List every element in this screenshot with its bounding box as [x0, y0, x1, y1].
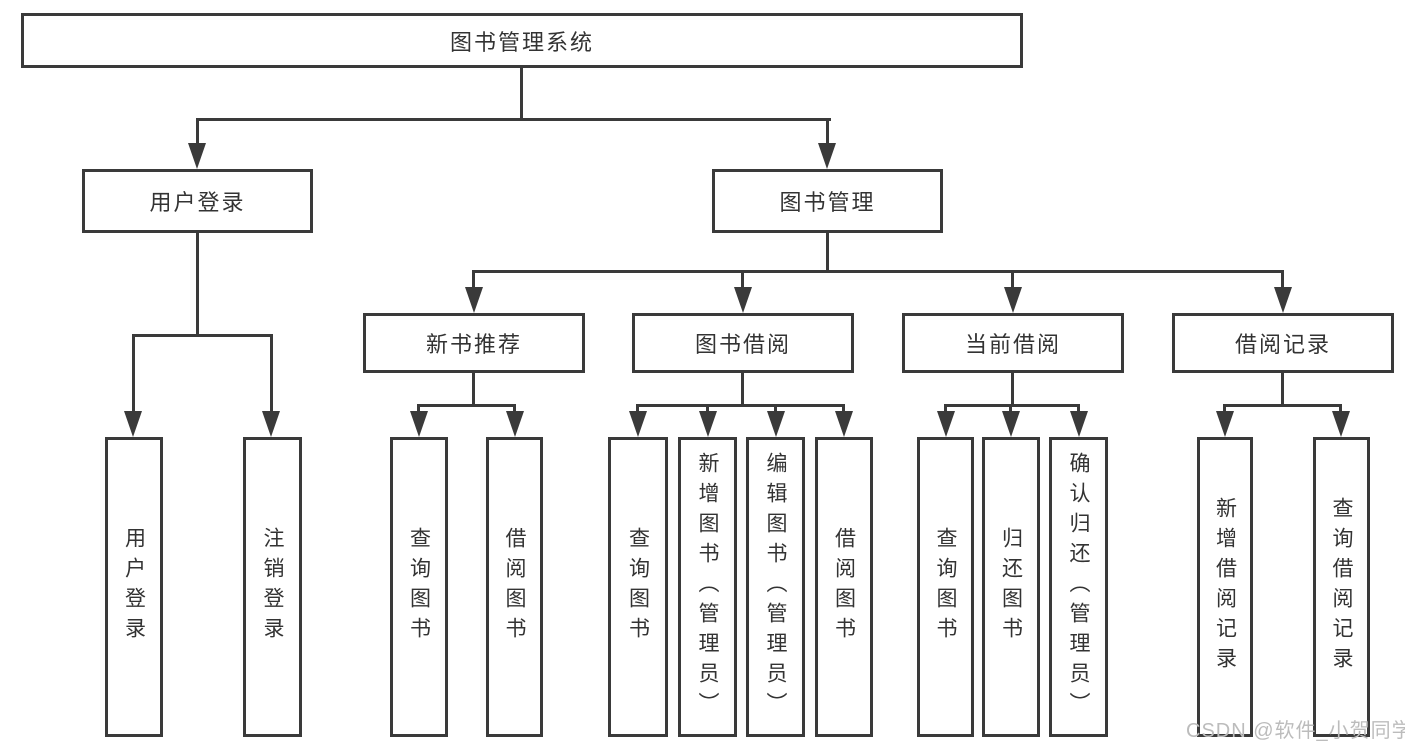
node-user-login-label: 用户登录 — [149, 190, 246, 215]
connector-drop-records — [1281, 270, 1284, 288]
node-book-borrowing-label: 图书借阅 — [694, 332, 791, 357]
arrowhead-logout-leaf — [262, 411, 280, 437]
connector-g4-bus — [1223, 404, 1342, 407]
leaf-g3-confirm-return-admin: 确认归还（管理员） — [1049, 437, 1108, 737]
connector-drop-user-login — [196, 118, 199, 145]
connector-drop-new-books — [472, 270, 475, 288]
leaf-g3-query-books: 查询图书 — [917, 437, 974, 737]
connector-g2-drop1 — [636, 404, 639, 413]
connector-g4-stem — [1281, 373, 1284, 407]
leaf-g3-return-books-label: 归还图书 — [999, 527, 1023, 647]
connector-drop-login-leaf — [132, 334, 135, 413]
leaf-g1-borrow-books: 借阅图书 — [486, 437, 543, 737]
arrowhead-login-leaf — [124, 411, 142, 437]
connector-g3-stem — [1011, 373, 1014, 407]
leaf-g3-confirm-return-admin-label: 确认归还（管理员） — [1067, 452, 1090, 722]
arrowhead-g4-c1 — [1216, 411, 1234, 437]
node-book-borrowing: 图书借阅 — [632, 313, 854, 373]
leaf-g2-query-books-label: 查询图书 — [626, 527, 650, 647]
leaf-g4-query-borrow-record: 查询借阅记录 — [1313, 437, 1370, 737]
arrowhead-current — [1004, 287, 1022, 313]
connector-g3-drop3 — [1077, 404, 1080, 413]
connector-g3-drop2 — [1009, 404, 1012, 413]
connector-drop-borrowing — [741, 270, 744, 288]
connector-g4-drop1 — [1223, 404, 1226, 413]
leaf-g1-query-books: 查询图书 — [390, 437, 448, 737]
leaf-g4-add-borrow-record-label: 新增借阅记录 — [1213, 497, 1237, 677]
leaf-user-login-label: 用户登录 — [122, 527, 146, 647]
connector-drop-book-mgmt — [826, 118, 829, 145]
leaf-g2-add-book-admin: 新增图书（管理员） — [678, 437, 737, 737]
arrowhead-borrowing — [734, 287, 752, 313]
connector-g1-stem — [472, 373, 475, 407]
node-book-mgmt-label: 图书管理 — [779, 190, 876, 215]
connector-g4-drop2 — [1339, 404, 1342, 413]
arrowhead-g1-c1 — [410, 411, 428, 437]
leaf-logout: 注销登录 — [243, 437, 302, 737]
node-borrow-records: 借阅记录 — [1172, 313, 1394, 373]
node-user-login: 用户登录 — [82, 169, 313, 233]
connector-g2-bus — [636, 404, 845, 407]
node-root-system: 图书管理系统 — [21, 13, 1023, 68]
arrowhead-g3-c3 — [1070, 411, 1088, 437]
leaf-g2-borrow-books-label: 借阅图书 — [832, 527, 856, 647]
node-borrow-records-label: 借阅记录 — [1234, 332, 1331, 357]
connector-g2-drop4 — [842, 404, 845, 413]
leaf-g1-borrow-books-label: 借阅图书 — [503, 527, 526, 647]
leaf-user-login: 用户登录 — [105, 437, 163, 737]
connector-g1-drop1 — [417, 404, 420, 413]
leaf-g2-edit-book-admin: 编辑图书（管理员） — [746, 437, 805, 737]
leaf-g4-add-borrow-record: 新增借阅记录 — [1197, 437, 1253, 737]
connector-drop-logout-leaf — [270, 334, 273, 413]
connector-level3-bus — [472, 270, 1284, 273]
arrowhead-book-mgmt — [818, 143, 836, 169]
connector-book-mgmt-stem — [826, 233, 829, 273]
node-current-borrowing-label: 当前借阅 — [964, 332, 1061, 357]
arrowhead-user-login — [188, 143, 206, 169]
connector-g3-drop1 — [944, 404, 947, 413]
connector-g2-drop3 — [774, 404, 777, 413]
leaf-g3-return-books: 归还图书 — [982, 437, 1040, 737]
leaf-g2-query-books: 查询图书 — [608, 437, 668, 737]
connector-user-login-stem — [196, 233, 199, 337]
leaf-g1-query-books-label: 查询图书 — [407, 527, 431, 647]
arrowhead-g2-c1 — [629, 411, 647, 437]
leaf-g3-query-books-label: 查询图书 — [934, 527, 957, 647]
arrowhead-g1-c2 — [506, 411, 524, 437]
connector-g1-drop2 — [513, 404, 516, 413]
arrowhead-g2-c2 — [699, 411, 717, 437]
connector-drop-current — [1011, 270, 1014, 288]
arrowhead-g3-c2 — [1002, 411, 1020, 437]
arrowhead-g2-c4 — [835, 411, 853, 437]
leaf-g2-borrow-books: 借阅图书 — [815, 437, 873, 737]
connector-level2-bus — [196, 118, 831, 121]
node-current-borrowing: 当前借阅 — [902, 313, 1124, 373]
arrowhead-g4-c2 — [1332, 411, 1350, 437]
connector-user-login-bus — [132, 334, 273, 337]
node-root-system-label: 图书管理系统 — [449, 29, 594, 55]
node-new-book-recommend: 新书推荐 — [363, 313, 585, 373]
leaf-g4-query-borrow-record-label: 查询借阅记录 — [1330, 497, 1353, 677]
leaf-logout-label: 注销登录 — [261, 527, 284, 647]
leaf-g2-add-book-admin-label: 新增图书（管理员） — [696, 452, 719, 722]
node-new-book-recommend-label: 新书推荐 — [425, 332, 522, 357]
node-book-mgmt: 图书管理 — [712, 169, 943, 233]
connector-g1-bus — [417, 404, 516, 407]
connector-root-stem — [520, 68, 523, 121]
connector-g2-drop2 — [706, 404, 709, 413]
leaf-g2-edit-book-admin-label: 编辑图书（管理员） — [764, 452, 787, 722]
arrowhead-g3-c1 — [937, 411, 955, 437]
arrowhead-records — [1274, 287, 1292, 313]
connector-g2-stem — [741, 373, 744, 407]
arrowhead-g2-c3 — [767, 411, 785, 437]
csdn-watermark: CSDN @软件_小贺同学 — [1186, 720, 1405, 742]
arrowhead-new-books — [465, 287, 483, 313]
connector-g3-bus — [944, 404, 1080, 407]
